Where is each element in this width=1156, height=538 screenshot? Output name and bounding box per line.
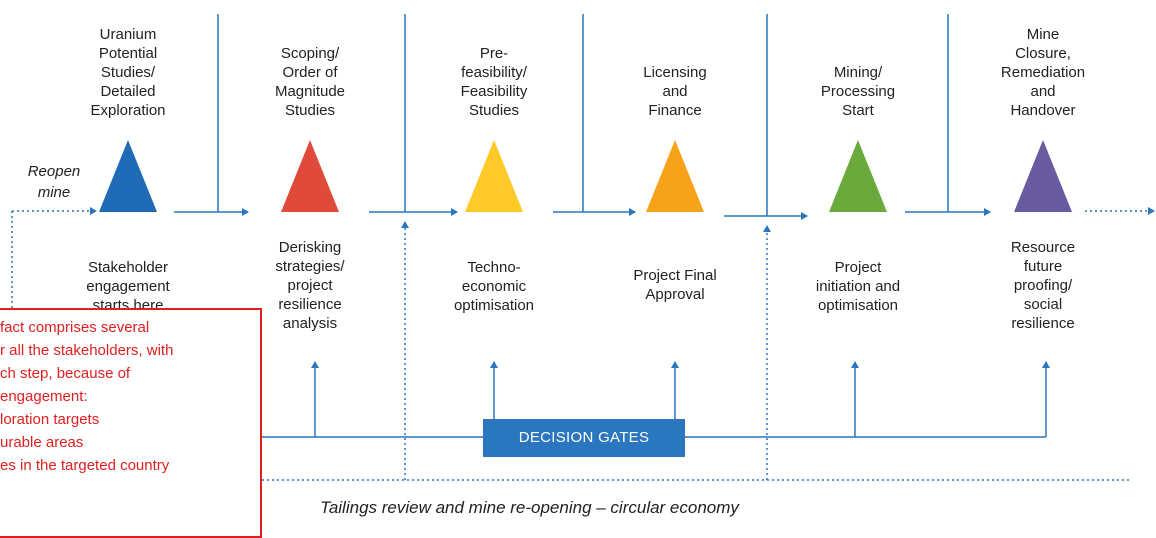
- stage-title-line: and: [1030, 83, 1056, 100]
- stage-description: Project initiation and optimisation: [793, 258, 923, 315]
- stage-description-line: optimisation: [817, 297, 899, 314]
- stage-description-line: engagement: [86, 278, 170, 295]
- stage-description-line: Project Final: [633, 267, 717, 284]
- stage-triangle: [281, 140, 339, 212]
- stage-title-line: Scoping/: [280, 45, 340, 62]
- stage-description-line: resilience: [1011, 315, 1075, 332]
- stage-title-line: Detailed: [100, 83, 156, 100]
- stage-title-line: Mining/: [833, 64, 883, 81]
- stage-description-line: proofing/: [1013, 277, 1073, 294]
- stage-description-line: Resource: [1010, 239, 1076, 256]
- stage-title-line: Finance: [648, 102, 702, 119]
- stage-description: Techno-economic optimisation: [429, 258, 559, 315]
- stage-title-line: Studies/: [100, 64, 156, 81]
- callout-line: ch step, because of: [0, 365, 131, 382]
- decision-gates-box: DECISION GATES: [483, 419, 685, 457]
- callout-line: fact comprises several: [0, 319, 150, 336]
- stage-description: Resource future proofing/social resilience: [978, 238, 1108, 333]
- stage-description-line: resilience: [278, 296, 342, 313]
- callout-line: r all the stakeholders, with: [0, 342, 174, 359]
- stage-description-line: economic: [461, 278, 527, 295]
- stage-title-line: Processing: [820, 83, 896, 100]
- stage-title-line: Mine: [1026, 26, 1060, 43]
- stage-title-line: Magnitude: [274, 83, 346, 100]
- circular-economy-label: Tailings review and mine re-opening – ci…: [320, 498, 739, 517]
- stage-description-line: strategies/: [275, 258, 345, 275]
- stage-title-line: Handover: [1010, 102, 1076, 119]
- stage-triangle: [646, 140, 704, 212]
- stage-description-line: social: [1023, 296, 1063, 313]
- callout-line: es in the targeted country: [0, 457, 170, 474]
- stage-title-line: Potential: [98, 45, 158, 62]
- stage-description-line: Stakeholder: [87, 259, 169, 276]
- stage-title-line: Order of: [282, 64, 338, 81]
- stage-title-line: Studies: [284, 102, 336, 119]
- callout-line: loration targets: [0, 411, 100, 428]
- reopen-line: mine: [37, 184, 71, 201]
- stage-title-line: Exploration: [90, 102, 166, 119]
- stage-description-line: optimisation: [453, 297, 535, 314]
- flow-lines: [11, 14, 1155, 481]
- stage-title-line: feasibility/: [461, 64, 527, 81]
- stage-description: Derisking strategies/project resilience ana…: [245, 238, 375, 333]
- stage-title-line: and: [662, 83, 688, 100]
- stage-title-line: Pre-: [479, 45, 509, 62]
- reopen-line: Reopen: [27, 163, 81, 180]
- callout-box: fact comprises several r all the stakeho…: [0, 308, 262, 538]
- callout-line: urable areas: [0, 434, 84, 451]
- stage-triangle: [99, 140, 157, 212]
- stage-title-line: Feasibility: [460, 83, 528, 100]
- stage-description-line: initiation and: [815, 278, 901, 295]
- stage-triangle: [829, 140, 887, 212]
- callout-line: engagement:: [0, 388, 88, 405]
- stage-description-line: analysis: [282, 315, 338, 332]
- stage-description-line: project: [287, 277, 333, 294]
- stage-description-line: Derisking: [278, 239, 342, 256]
- stage-title-line: Remediation: [1000, 64, 1086, 81]
- stage-title-line: Uranium: [99, 26, 157, 43]
- reopen-mine-label: Reopen mine: [24, 161, 84, 203]
- stage-triangle: [1014, 140, 1072, 212]
- stage-title-line: Licensing: [643, 64, 707, 81]
- stage-description-line: Approval: [645, 286, 705, 303]
- stage-title-line: Closure,: [1015, 45, 1071, 62]
- stage-triangle: [465, 140, 523, 212]
- stage-title-line: Studies: [468, 102, 520, 119]
- stage-description-line: Techno-: [467, 259, 521, 276]
- stage-description-line: future: [1023, 258, 1063, 275]
- stage-description-line: Project: [834, 259, 882, 276]
- stage-title-line: Start: [842, 102, 874, 119]
